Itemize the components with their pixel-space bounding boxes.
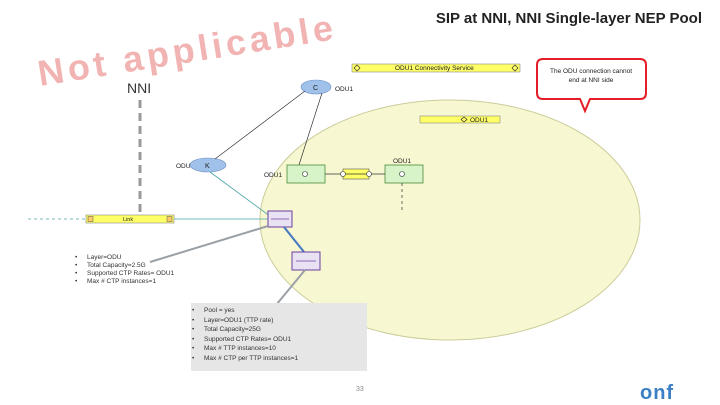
connectivity-service-bar [351, 63, 521, 73]
page-number: 33 [356, 386, 364, 393]
callout-text: The ODU connection cannot end at NNI sid… [549, 68, 633, 84]
link-label: Link [123, 217, 133, 223]
odu-left-label: ODU [176, 163, 191, 170]
c-node-label: C [313, 85, 318, 92]
odu1-mid-endpoint [460, 116, 468, 123]
pool-property-item: Max # CTP per TTP instances=1 [192, 354, 298, 364]
connectivity-service-endpoint [353, 64, 361, 72]
pool-property-item: Max # TTP instances=10 [192, 344, 298, 354]
c-to-box-line [297, 92, 323, 169]
odu1-right-box-label: ODU1 [393, 158, 411, 165]
switch-connection-line [283, 226, 305, 253]
link-property-item: Total Capacity=2.5G [75, 262, 174, 270]
page-title: SIP at NNI, NNI Single-layer NEP Pool [435, 10, 702, 27]
odu1-port-3 [366, 171, 372, 177]
connectivity-service-endpoint-right [511, 64, 519, 72]
link-property-item: Supported CTP Rates= ODU1 [75, 270, 174, 278]
odu1-port-1 [302, 171, 308, 177]
pool-property-item: Layer=ODU1 (TTP rate) [192, 316, 298, 326]
nni-label: NNI [127, 80, 152, 96]
watermark-text: Not applicable [35, 6, 340, 94]
odu1-left-box-label: ODU1 [264, 172, 282, 179]
pool-property-item: Total Capacity=25G [192, 325, 298, 335]
c-to-k-line [214, 90, 306, 160]
odu1-top-label: ODU1 [335, 86, 353, 93]
onf-logo: onf [640, 382, 675, 404]
connectivity-service-label: ODU1 Connectivity Service [395, 65, 474, 72]
odu1-port-4 [399, 171, 405, 177]
network-domain-ellipse [259, 99, 641, 341]
k-node-label: K [205, 163, 210, 170]
k-to-switch-line [209, 171, 279, 223]
k-node [189, 157, 227, 173]
link-end-right [166, 216, 173, 222]
link-property-item: Max # CTP instances=1 [75, 278, 174, 286]
c-node [300, 79, 332, 95]
pool-property-item: Supported CTP Rates= ODU1 [192, 335, 298, 345]
link-property-item: Layer=ODU [75, 254, 174, 262]
link-properties-list: Layer=ODU Total Capacity=2.5G Supported … [75, 254, 174, 286]
callout-bubble [536, 58, 647, 114]
pool-property-item: Pool = yes [192, 306, 298, 316]
odu1-mid-label: ODU1 [470, 117, 488, 124]
pool-properties-list: Pool = yes Layer=ODU1 (TTP rate) Total C… [192, 306, 298, 363]
link-end-left [87, 216, 94, 222]
odu1-port-2 [340, 171, 346, 177]
odu1-mid-bar [419, 115, 501, 124]
